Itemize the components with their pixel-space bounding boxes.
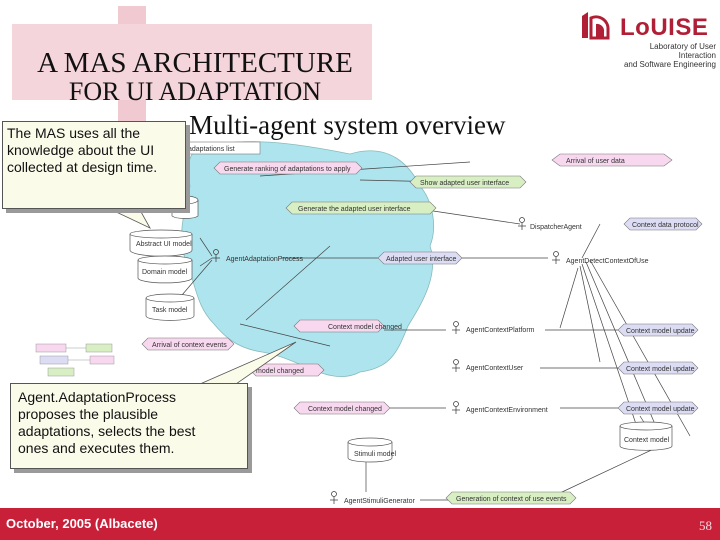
label-agent-detect-context: AgentDetectContextOfUse [566, 258, 649, 265]
pink-boxes: Arrival of user data Generate ranking of… [141, 153, 673, 415]
label-model-changed: model changed [256, 368, 304, 375]
title-line-1: A MAS ARCHITECTURE [37, 47, 353, 79]
green-boxes: Show adapted user interface Generate the… [285, 175, 577, 505]
blue-boxes: Context data protocol Adapted user inter… [377, 217, 703, 415]
label-context-protocol: Context data protocol [632, 222, 699, 229]
label-adaptations-list: adaptations list [188, 146, 235, 153]
label-adapted-ui: Adapted user interface [386, 256, 457, 263]
thumbnail-cluster [35, 343, 115, 377]
label-dispatcher-agent: DispatcherAgent [530, 224, 582, 231]
logo-name: LoUISE [620, 14, 709, 41]
label-task-model: Task model [152, 307, 188, 314]
label-context-model-update-2: Context model update [626, 366, 695, 373]
footer-bar: October, 2005 (Albacete) 58 [0, 508, 720, 540]
footer-date: October, 2005 (Albacete) [6, 516, 158, 531]
model-stores [129, 195, 673, 463]
label-generation-context-events: Generation of context of use events [456, 496, 567, 503]
label-arrival-user-data: Arrival of user data [566, 158, 625, 165]
label-stimuli-model: Stimuli model [354, 451, 396, 458]
callout-design-knowledge: The MAS uses all the knowledge about the… [2, 121, 186, 209]
callout-top-pointer [111, 209, 151, 229]
callout-adaptation-process: Agent.AdaptationProcess proposes the pla… [10, 383, 248, 469]
label-agent-context-platform: AgentContextPlatform [466, 327, 535, 334]
label-context-model-update-3: Context model update [626, 406, 695, 413]
agents [212, 217, 560, 504]
label-show-adapted-ui: Show adapted user interface [420, 180, 509, 187]
diagram-cloud [181, 141, 435, 377]
label-abstract-model: Abstract UI model [136, 241, 192, 248]
label-agent-context-environment: AgentContextEnvironment [466, 407, 548, 414]
logo-emblem-icon [578, 8, 612, 44]
label-context-model-changed-2: Context model changed [308, 406, 382, 413]
slide-title: A MAS ARCHITECTURE FOR UI ADAPTATION [20, 48, 370, 106]
label-agent-adaptation-process: AgentAdaptationProcess [226, 256, 304, 263]
label-context-model: Context model [624, 437, 670, 444]
label-context-model-changed-1: Context model changed [328, 324, 402, 331]
bullet-text: Multi-agent system overview [189, 110, 506, 140]
label-agent-context-user: AgentContextUser [466, 365, 524, 372]
logo-subtitle: Laboratory of User Interaction and Softw… [623, 42, 716, 69]
label-agent-stimuli-generator: AgentStimuliGenerator [344, 498, 415, 505]
title-decoration-band [12, 24, 372, 100]
label-context-model-update-1: Context model update [626, 328, 695, 335]
label-generate-adapted-ui: Generate the adapted user interface [298, 206, 411, 213]
bullet-item: ▪Multi-agent system overview [176, 110, 506, 141]
label-domain-model: Domain model [142, 269, 188, 276]
page-number: 58 [699, 518, 712, 533]
label-generate-ranking: Generate ranking of adaptations to apply [224, 166, 351, 173]
louise-logo: LoUISE Laboratory of User Interaction an… [578, 6, 716, 69]
mas-architecture-diagram: adaptations list Arrival of user data Ge… [35, 141, 703, 505]
label-arrival-context-events: Arrival of context events [152, 342, 227, 349]
title-line-2: FOR UI ADAPTATION [68, 77, 322, 106]
